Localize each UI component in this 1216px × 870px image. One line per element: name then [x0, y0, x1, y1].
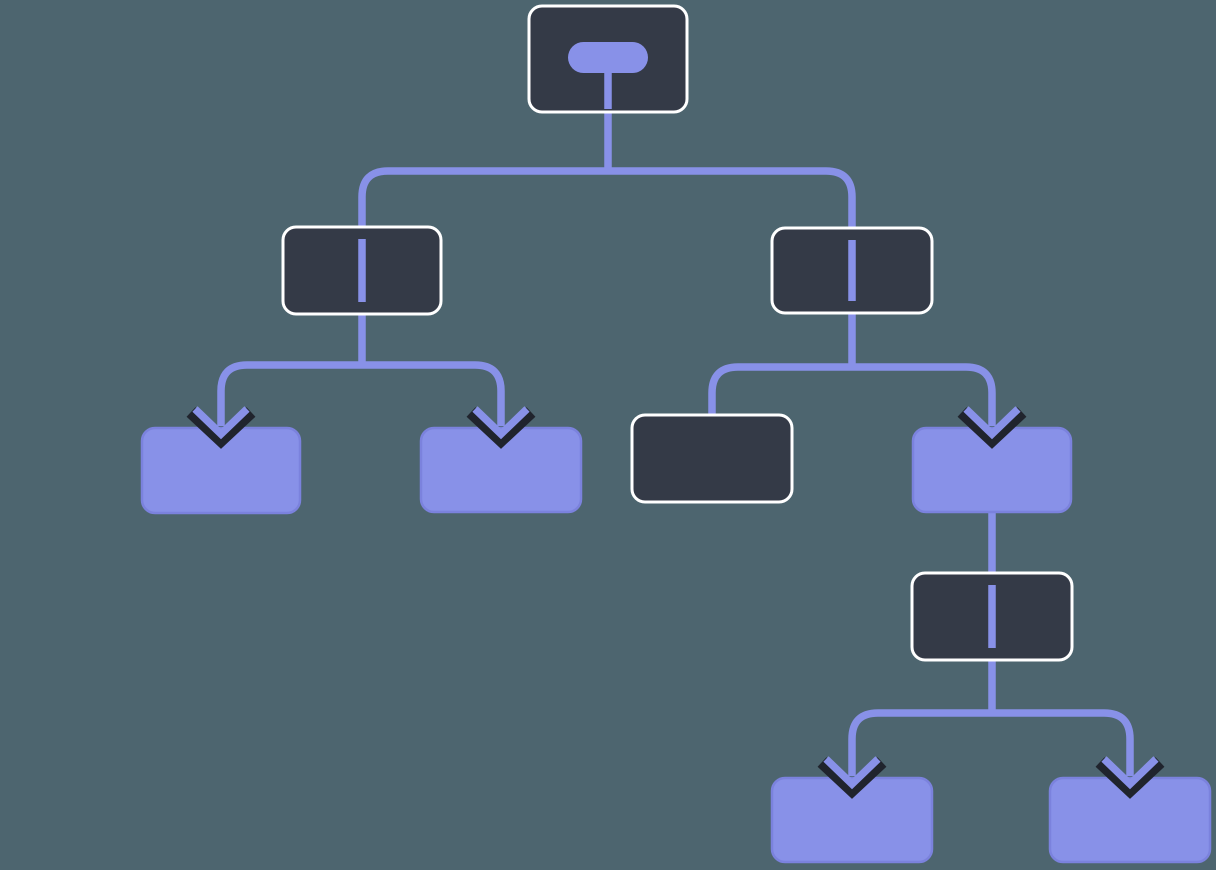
node-leaf-3 [911, 426, 1073, 514]
connector-branch-bottom-to-leaf-4 [848, 709, 992, 776]
node-leaf-4 [770, 776, 934, 864]
chevron-purple-layer [963, 406, 1021, 440]
connector-root-to-branch-left [358, 167, 608, 228]
chevron-down-icon [186, 406, 256, 449]
chevron-dark-layer [1095, 757, 1165, 799]
chevron-dark-layer [466, 407, 536, 449]
chevron-down-icon [1095, 756, 1165, 799]
chevron-down-icon [466, 406, 536, 449]
connector-branch-right-to-dark-leaf [708, 363, 852, 416]
node-leaf-2 [419, 426, 583, 514]
chevron-dark-layer [957, 407, 1027, 449]
chevron-dark-layer [186, 407, 256, 449]
chevron-dark-layer [817, 757, 887, 799]
connector-branch-bottom-to-leaf-5 [992, 709, 1134, 776]
chevron-down-icon [817, 756, 887, 799]
chevron-purple-layer [823, 756, 881, 790]
connector-branch-right-to-leaf-3 [852, 363, 996, 426]
chevron-purple-layer [192, 406, 250, 440]
node-dark-leaf [630, 413, 794, 504]
node-leaf-5 [1048, 776, 1212, 864]
node-leaf-1 [140, 426, 302, 515]
root-pill [568, 42, 648, 73]
chevron-down-icon [957, 406, 1027, 449]
connector-root-to-branch-right [608, 167, 856, 228]
connector-branch-left-to-leaf-1 [217, 361, 362, 426]
connector-branch-left-to-leaf-2 [362, 361, 505, 426]
chevron-purple-layer [1101, 756, 1159, 790]
chevron-purple-layer [472, 406, 530, 440]
